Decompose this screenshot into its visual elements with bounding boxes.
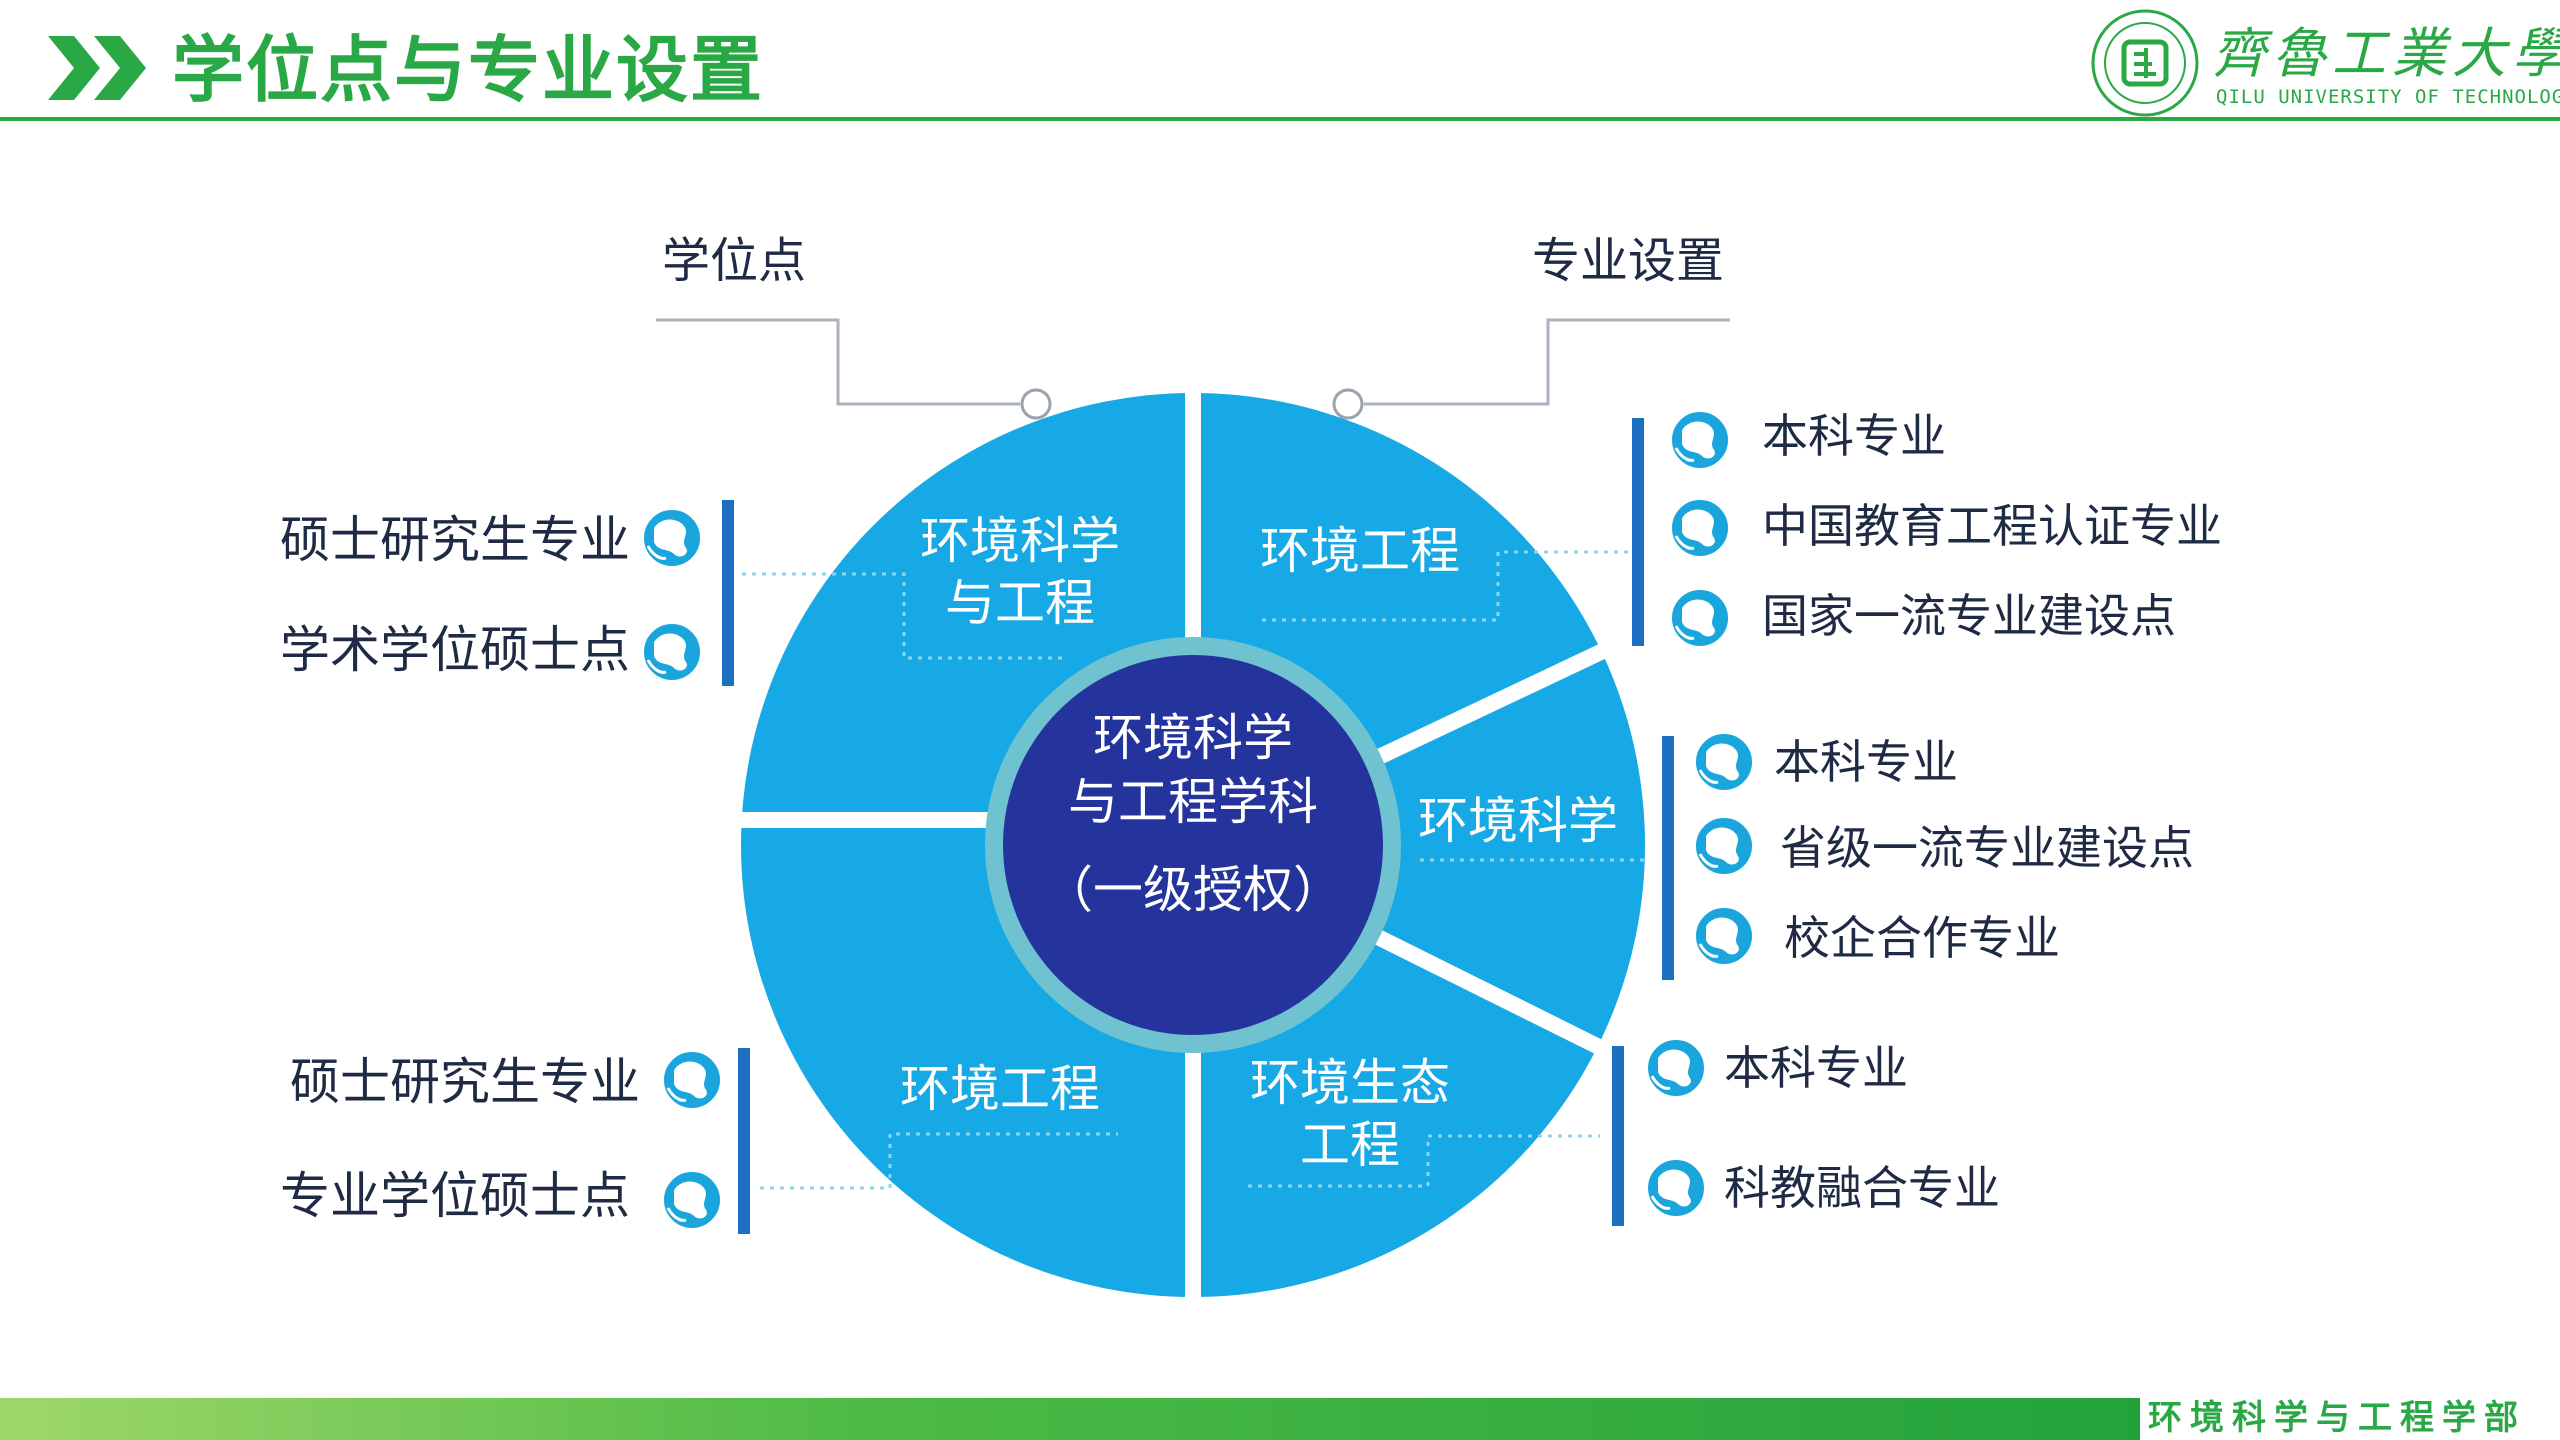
list-item: 学术学位硕士点 [280, 621, 630, 679]
globe-icon [1668, 586, 1732, 650]
segment-env-science: 环境科学 [1418, 792, 1618, 850]
bar-right-lower [1612, 1046, 1624, 1226]
globe-icon [1692, 730, 1756, 794]
callout-br [1248, 1134, 1600, 1188]
globe-icon [1692, 814, 1756, 878]
university-emblem-icon [2091, 9, 2199, 117]
center-circle [1003, 655, 1383, 1035]
center-discipline-label: 环境科学 与工程学科 （一级授权） [1043, 709, 1343, 919]
list-item: 科教融合专业 [1724, 1161, 2000, 1215]
list-item: 本科专业 [1724, 1041, 1908, 1095]
list-item: 省级一流专业建设点 [1780, 821, 2194, 875]
list-item: 国家一流专业建设点 [1762, 589, 2176, 643]
list-item: 专业学位硕士点 [280, 1167, 630, 1225]
list-item: 硕士研究生专业 [290, 1053, 640, 1111]
connector-line-left-top [656, 318, 1020, 406]
degree-points-label: 学位点 [662, 233, 807, 289]
list-item: 硕士研究生专业 [280, 511, 630, 569]
bar-left-upper [722, 500, 734, 686]
bar-right-middle [1662, 736, 1674, 980]
footer-bar [0, 1398, 2560, 1440]
globe-icon [1692, 904, 1756, 968]
header: 学位点与专业设置 齊魯工業大學 QILU UNIVERSITY OF TECHN… [0, 0, 2560, 122]
segment-env-science-engineering: 环境科学 与工程 [920, 512, 1120, 632]
connector-line-right-top [1364, 318, 1730, 406]
bar-right-upper [1632, 418, 1644, 646]
globe-icon [660, 1048, 724, 1112]
connector-node-right [1332, 388, 1364, 420]
globe-icon [1668, 496, 1732, 560]
major-settings-label: 专业设置 [1532, 233, 1725, 289]
globe-icon [1644, 1036, 1708, 1100]
globe-icon [640, 506, 704, 570]
globe-icon [1668, 408, 1732, 472]
list-item: 中国教育工程认证专业 [1762, 499, 2222, 553]
globe-icon [660, 1168, 724, 1232]
globe-icon [1644, 1156, 1708, 1220]
segment-env-engineering-top: 环境工程 [1260, 522, 1460, 580]
segment-env-engineering-bottom: 环境工程 [900, 1060, 1100, 1118]
list-item: 校企合作专业 [1784, 911, 2060, 965]
globe-icon [640, 620, 704, 684]
list-item: 本科专业 [1762, 409, 1946, 463]
list-item: 本科专业 [1774, 735, 1958, 789]
university-name-en: QILU UNIVERSITY OF TECHNOLOGY [2216, 86, 2560, 108]
university-name-cn: 齊魯工業大學 [2212, 22, 2560, 85]
callout-tr [1262, 550, 1630, 622]
bar-left-lower [738, 1048, 750, 1234]
footer-department: 环境科学与工程学部 [2148, 1398, 2526, 1438]
segment-env-ecology-engineering: 环境生态 工程 [1250, 1054, 1450, 1174]
header-divider [0, 117, 2560, 121]
double-chevron-icon [48, 36, 146, 100]
connector-node-left [1020, 388, 1052, 420]
callout-tl [742, 572, 1062, 660]
page-title: 学位点与专业设置 [172, 28, 765, 112]
